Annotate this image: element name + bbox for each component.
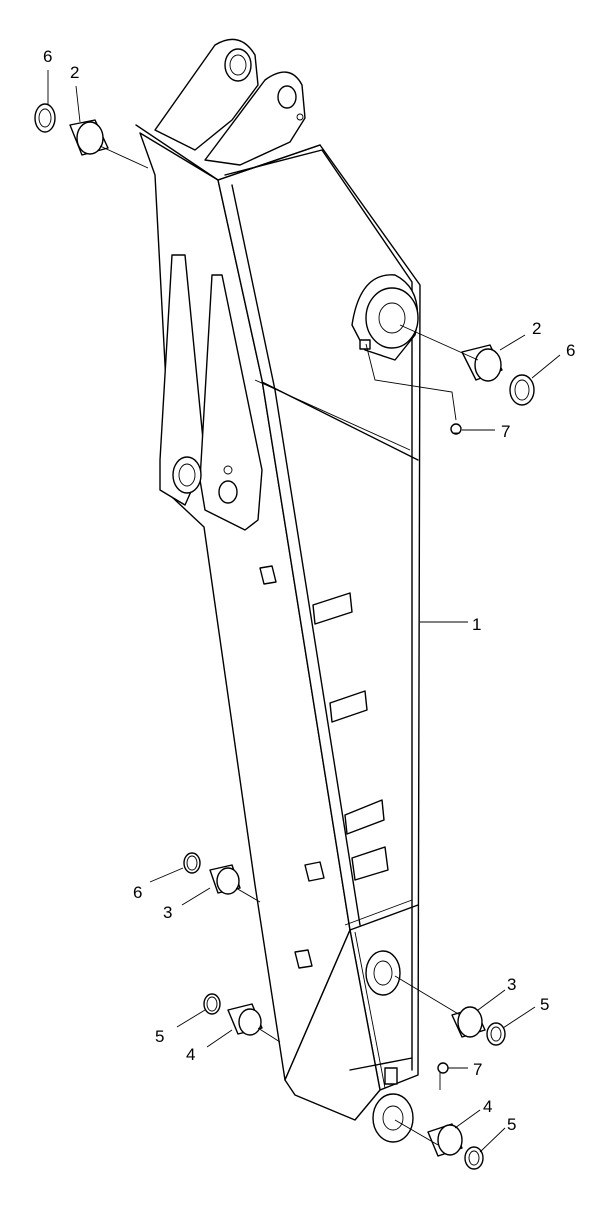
callout-3-left: 3 <box>163 903 172 922</box>
callout-4-left: 4 <box>186 1045 195 1064</box>
callout-5-right: 5 <box>540 995 549 1014</box>
bushing-2-right <box>461 344 535 406</box>
wear-pads <box>259 565 389 969</box>
callout-6-right: 6 <box>566 341 575 360</box>
bushing-3-left <box>183 852 241 895</box>
callout-6-left: 6 <box>133 883 142 902</box>
callout-3-right: 3 <box>507 975 516 994</box>
callout-2-top: 2 <box>70 63 79 82</box>
bolt-7-lower <box>437 1062 449 1090</box>
upper-boss <box>351 274 419 361</box>
bolt-7-upper <box>450 423 462 435</box>
lower-bosses <box>365 950 414 1143</box>
callout-5-bottom: 5 <box>507 1115 516 1134</box>
callout-7-upper: 7 <box>501 422 510 441</box>
callout-5-left: 5 <box>155 1027 164 1046</box>
leader-lines <box>47 70 561 1153</box>
bushing-4-left <box>203 993 263 1036</box>
callout-6-top: 6 <box>43 47 52 66</box>
callout-1: 1 <box>472 615 481 634</box>
bushing-3-right <box>451 1006 506 1046</box>
bushing-2-top <box>34 103 109 156</box>
callout-2-right: 2 <box>532 319 541 338</box>
bushing-4-right <box>427 1123 484 1170</box>
side-gussets <box>159 254 263 531</box>
callout-labels: 6 2 2 6 7 1 6 3 3 5 5 4 7 4 5 <box>43 47 575 1134</box>
callout-7-lower: 7 <box>473 1060 482 1079</box>
callout-4-right: 4 <box>483 1097 492 1116</box>
top-bracket <box>154 38 306 166</box>
